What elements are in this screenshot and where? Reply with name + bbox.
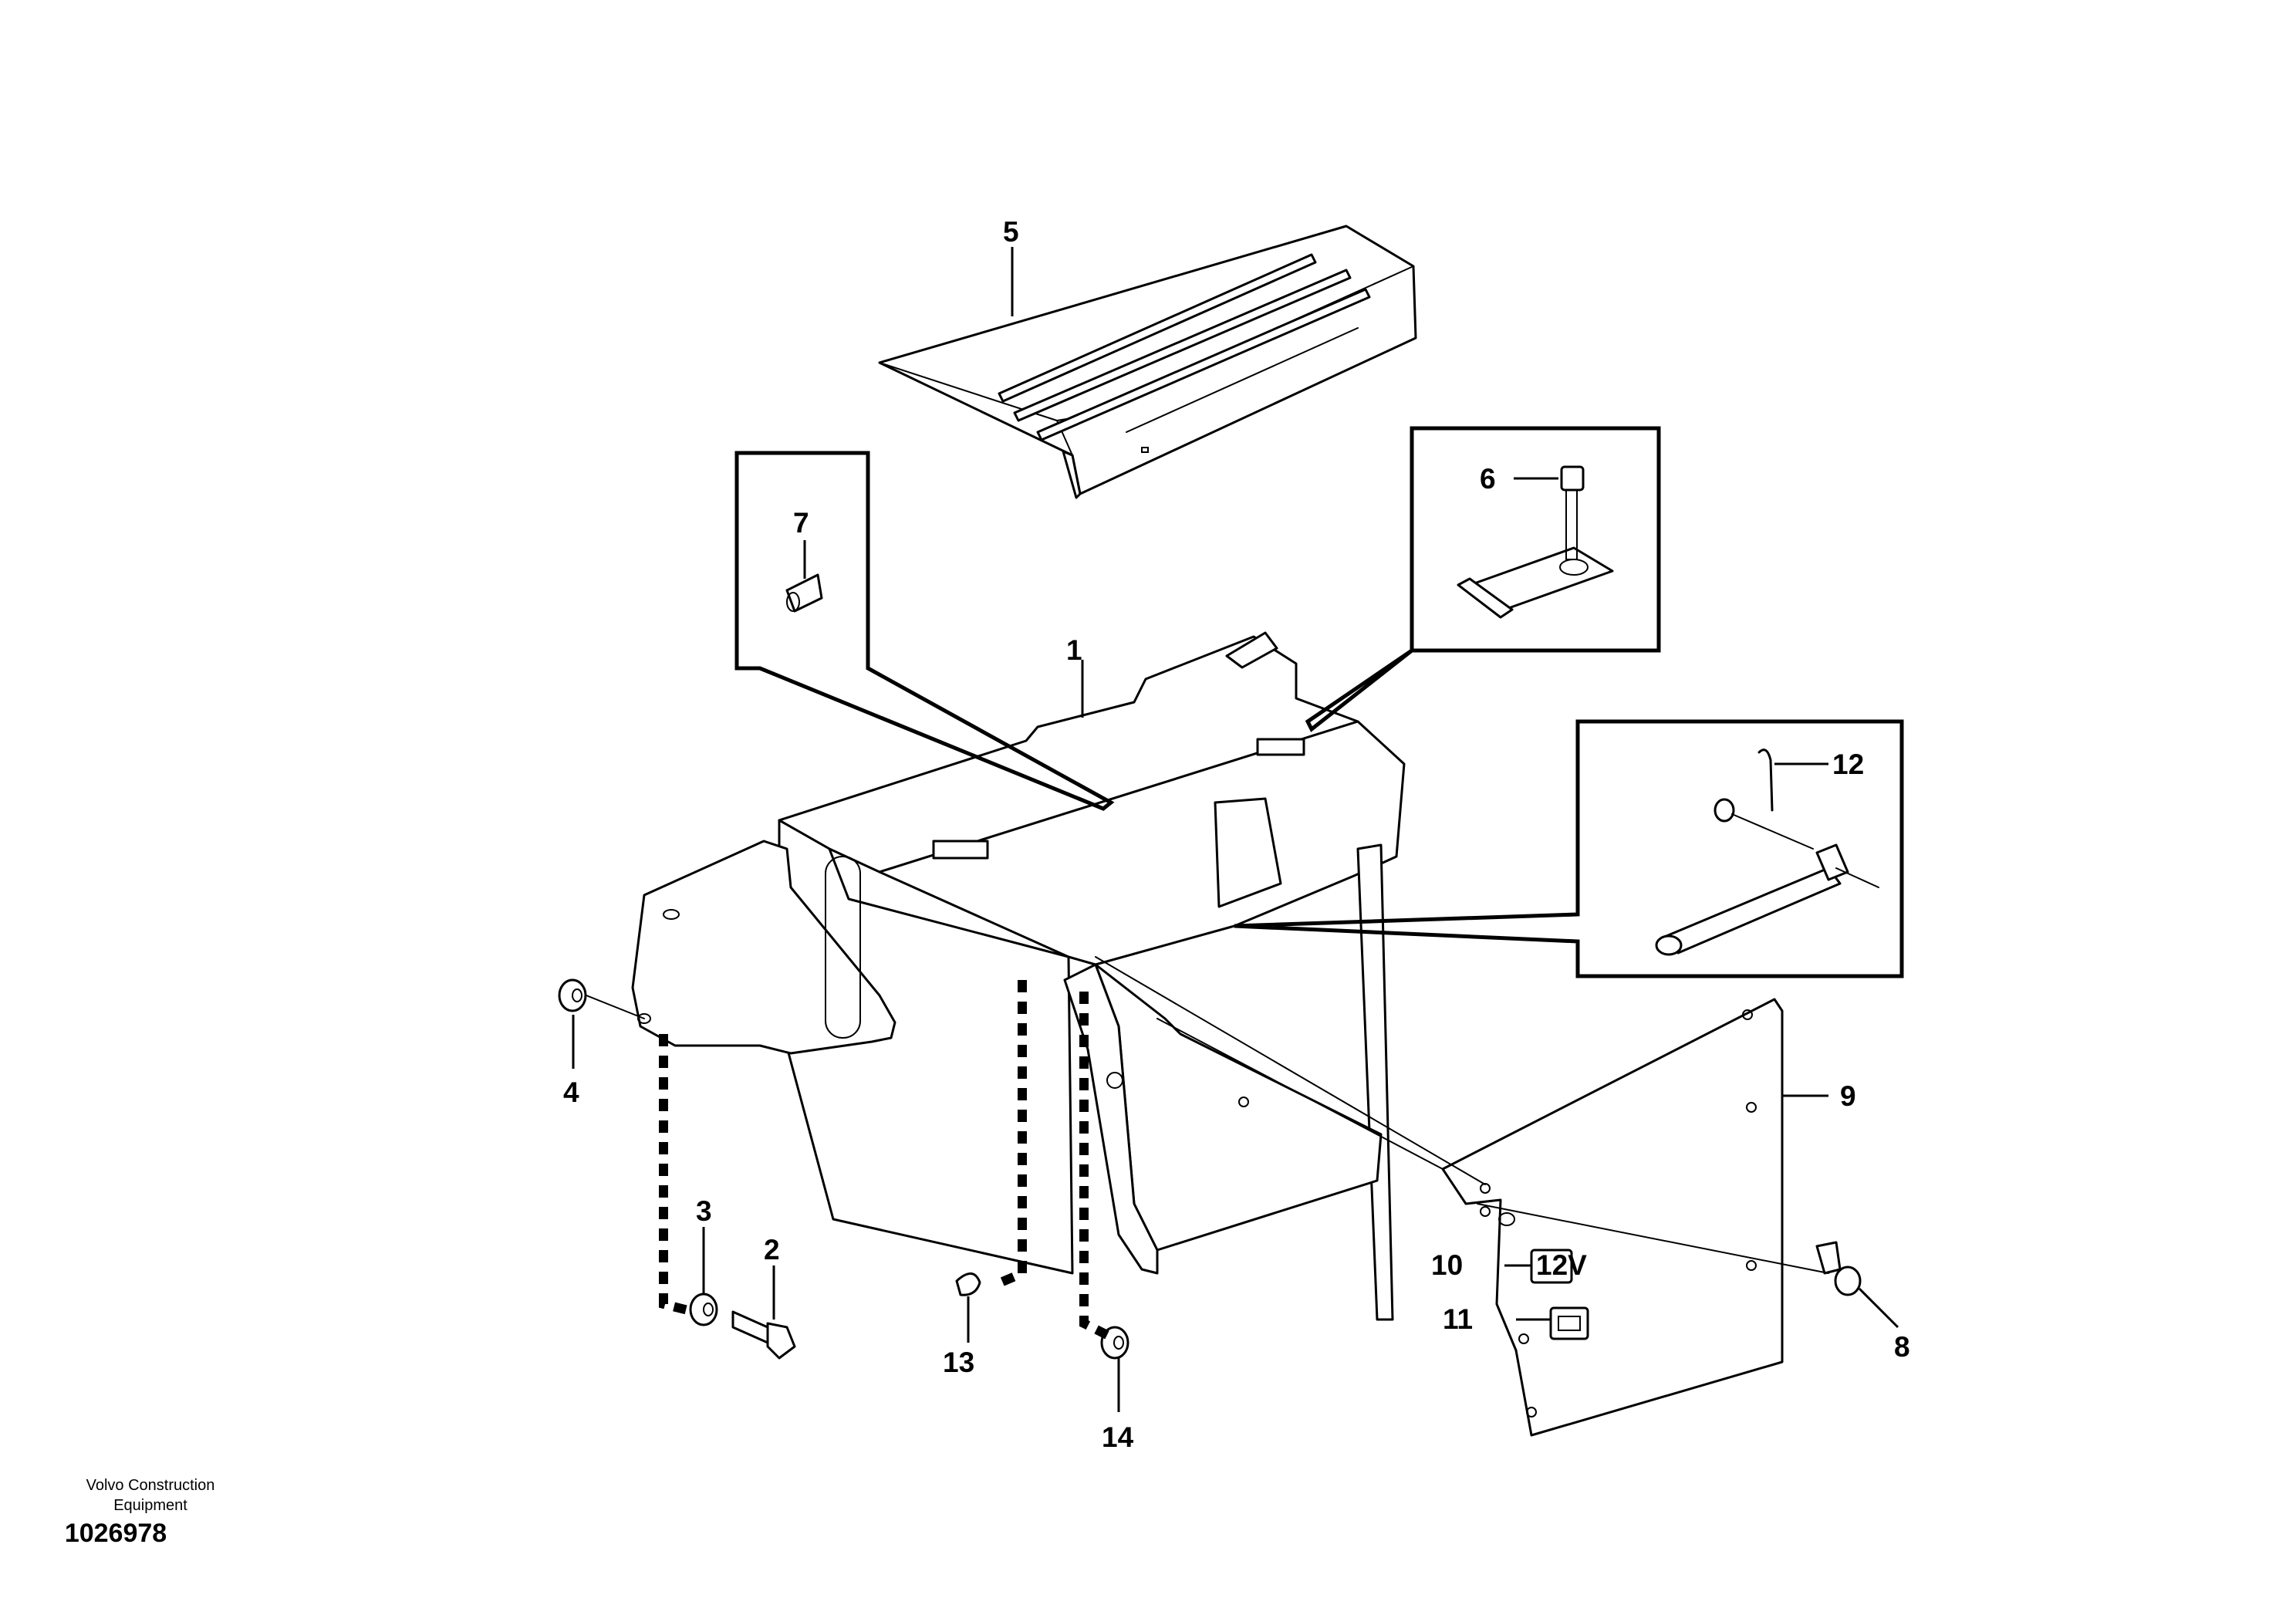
svg-text:12V: 12V xyxy=(1536,1249,1587,1281)
label-14: 14 xyxy=(1102,1421,1134,1453)
brand-text: Volvo Construction Equipment xyxy=(62,1475,239,1516)
label-6: 6 xyxy=(1480,463,1496,495)
battery-box xyxy=(631,631,1406,1321)
step-cover xyxy=(878,225,1417,499)
label-5: 5 xyxy=(1003,216,1019,248)
label-13: 13 xyxy=(943,1347,974,1378)
label-7: 7 xyxy=(793,507,809,539)
alignment-lines xyxy=(659,956,1486,1340)
callout-box-7 xyxy=(734,451,1115,811)
label-8: 8 xyxy=(1894,1331,1910,1363)
drawing-number: 1026978 xyxy=(64,1519,167,1548)
label-1: 1 xyxy=(1066,634,1082,666)
label-3: 3 xyxy=(696,1195,712,1227)
label-9: 9 xyxy=(1840,1080,1856,1112)
battery-decal xyxy=(1549,1306,1589,1340)
label-12: 12 xyxy=(1832,748,1864,780)
brand-line-1: Volvo Construction xyxy=(86,1477,215,1494)
label-10: 10 xyxy=(1431,1249,1463,1281)
leader-lines xyxy=(572,247,1899,1412)
brand-line-2: Equipment xyxy=(113,1497,187,1514)
label-11: 11 xyxy=(1443,1303,1473,1335)
callout-box-6 xyxy=(1305,426,1661,732)
part-labels: 1 2 3 4 5 6 7 8 9 10 11 12 13 14 xyxy=(563,216,1910,1453)
fasteners xyxy=(558,978,1862,1360)
battery-box-cover: 12V xyxy=(1441,998,1784,1437)
label-2: 2 xyxy=(764,1234,780,1265)
label-4: 4 xyxy=(563,1076,579,1108)
callout-box-12 xyxy=(1234,719,1904,978)
